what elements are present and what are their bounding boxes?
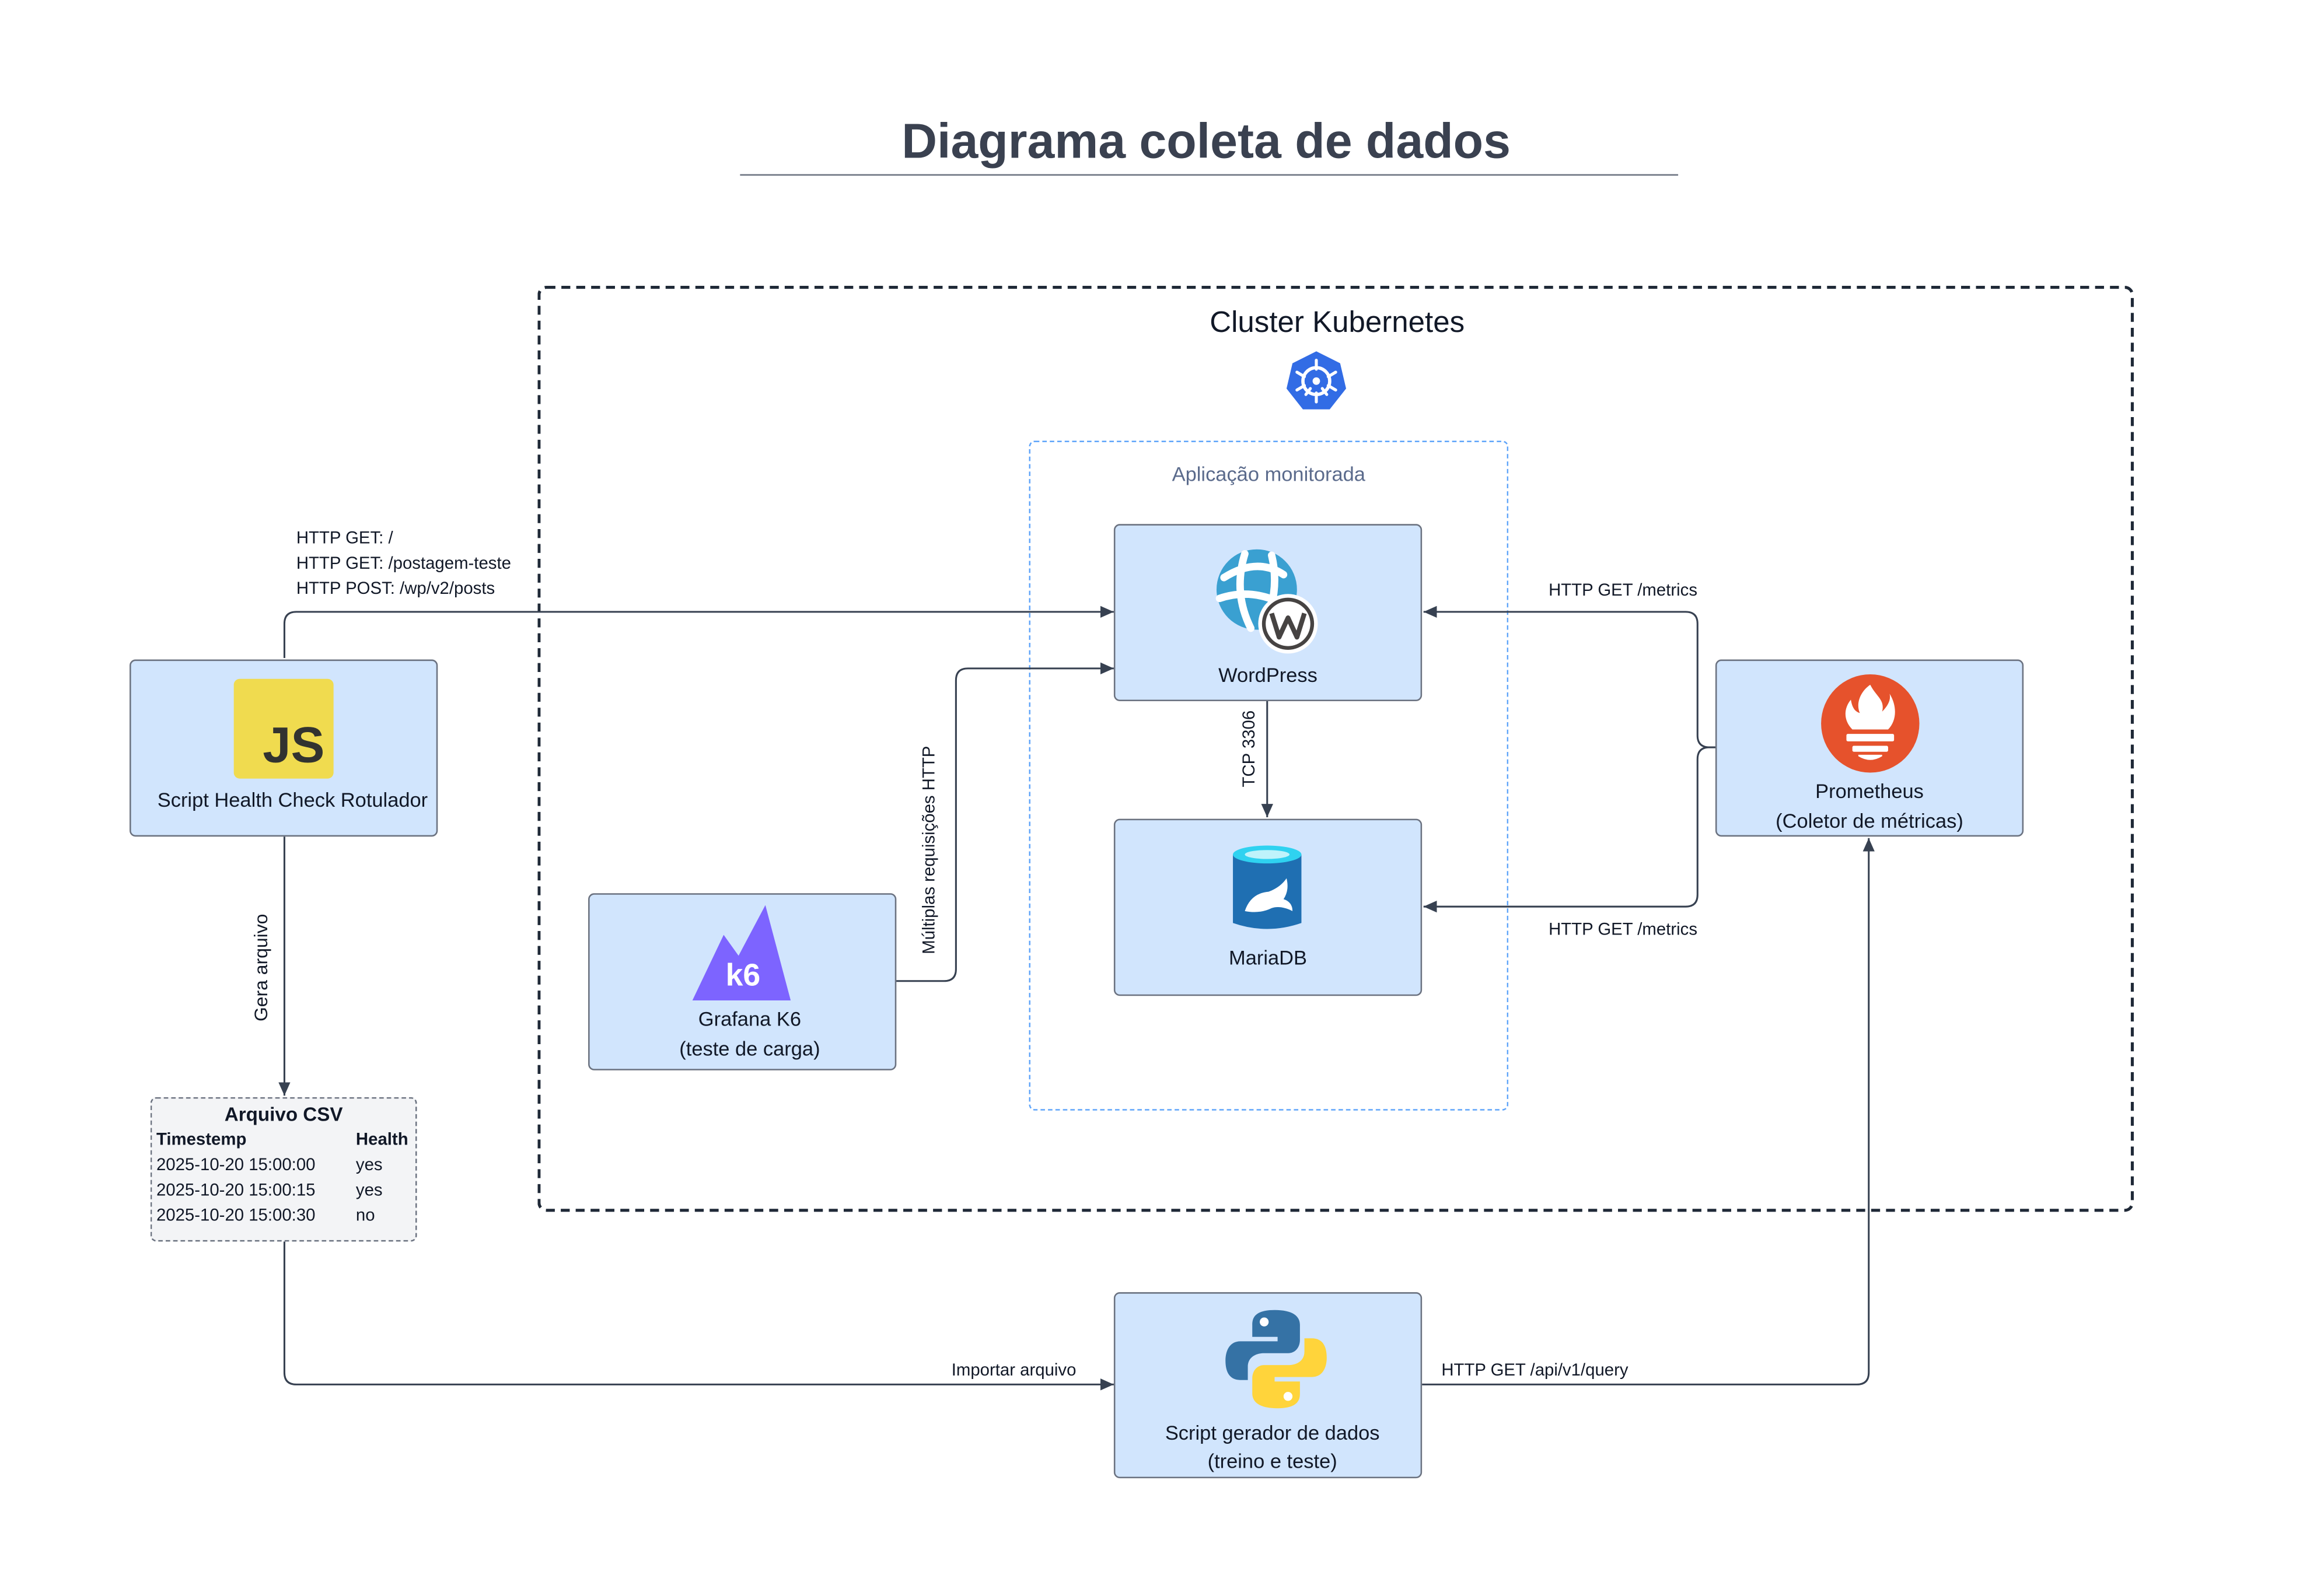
node-csv-file[interactable] [150, 1097, 417, 1242]
node-k6-label-2: (teste de carga) [679, 1037, 820, 1060]
node-python-label-2: (treino e teste) [1207, 1450, 1337, 1472]
csv-header-health: Health [355, 1131, 408, 1150]
csv-cell: 2025-10-20 15:00:15 [156, 1182, 316, 1200]
title-underline [740, 174, 1679, 176]
edge-label-python-prom: HTTP GET /api/v1/query [1441, 1362, 1628, 1380]
cluster-kubernetes-group[interactable] [537, 285, 2134, 1212]
kubernetes-icon [1286, 351, 1347, 410]
python-icon [1225, 1310, 1327, 1409]
k6-icon: k6 [692, 905, 791, 1000]
edge-label-prom-wp: HTTP GET /metrics [1549, 582, 1698, 600]
edge-label-js-wp-3: HTTP POST: /wp/v2/posts [296, 580, 495, 598]
page-title: Diagrama coleta de dados [901, 113, 1511, 169]
app-monitorada-group[interactable] [1029, 440, 1509, 1111]
edge-label-js-csv: Gera arquivo [251, 914, 272, 1022]
edge-label-k6-wp: Múltiplas requisições HTTP [921, 746, 939, 954]
csv-header-timestamp: Timestemp [156, 1131, 247, 1150]
node-prometheus-label-1: Prometheus [1815, 780, 1924, 803]
csv-cell: no [355, 1207, 375, 1226]
node-python-label-1: Script gerador de dados [1165, 1422, 1380, 1444]
node-prometheus-label-2: (Coletor de métricas) [1776, 810, 1963, 832]
cluster-label: Cluster Kubernetes [1210, 306, 1465, 340]
prometheus-icon [1821, 674, 1920, 773]
edge-label-csv-python: Importar arquivo [951, 1362, 1077, 1380]
edge-python-to-prometheus [1422, 838, 1875, 1385]
csv-title: Arquivo CSV [224, 1103, 343, 1126]
edge-label-prom-db: HTTP GET /metrics [1549, 921, 1698, 940]
edge-prometheus-to-mariadb [1423, 746, 1715, 913]
csv-cell: yes [355, 1156, 383, 1175]
mariadb-icon [1233, 845, 1302, 929]
csv-cell: 2025-10-20 15:00:00 [156, 1156, 316, 1175]
node-js-script-label: Script Health Check Rotulador [157, 789, 428, 811]
edge-csv-to-python [283, 1241, 1114, 1391]
node-wordpress-label: WordPress [1218, 664, 1317, 687]
wordpress-icon [1215, 549, 1318, 654]
svg-text:k6: k6 [726, 957, 761, 992]
edge-prometheus-to-wordpress [1423, 606, 1715, 748]
edge-label-js-wp-2: HTTP GET: /postagem-teste [296, 555, 511, 573]
node-mariadb-label: MariaDB [1228, 947, 1308, 970]
edge-k6-to-wordpress [894, 662, 1114, 982]
edge-label-js-wp-1: HTTP GET: / [296, 530, 393, 548]
edge-js-to-wordpress [283, 606, 1114, 658]
edge-label-wp-db: TCP 3306 [1241, 710, 1259, 788]
csv-cell: 2025-10-20 15:00:30 [156, 1207, 316, 1226]
javascript-icon: JS [233, 678, 334, 779]
csv-cell: yes [355, 1182, 383, 1200]
node-k6-label-1: Grafana K6 [698, 1007, 802, 1030]
app-group-label: Aplicação monitorada [1172, 463, 1365, 485]
